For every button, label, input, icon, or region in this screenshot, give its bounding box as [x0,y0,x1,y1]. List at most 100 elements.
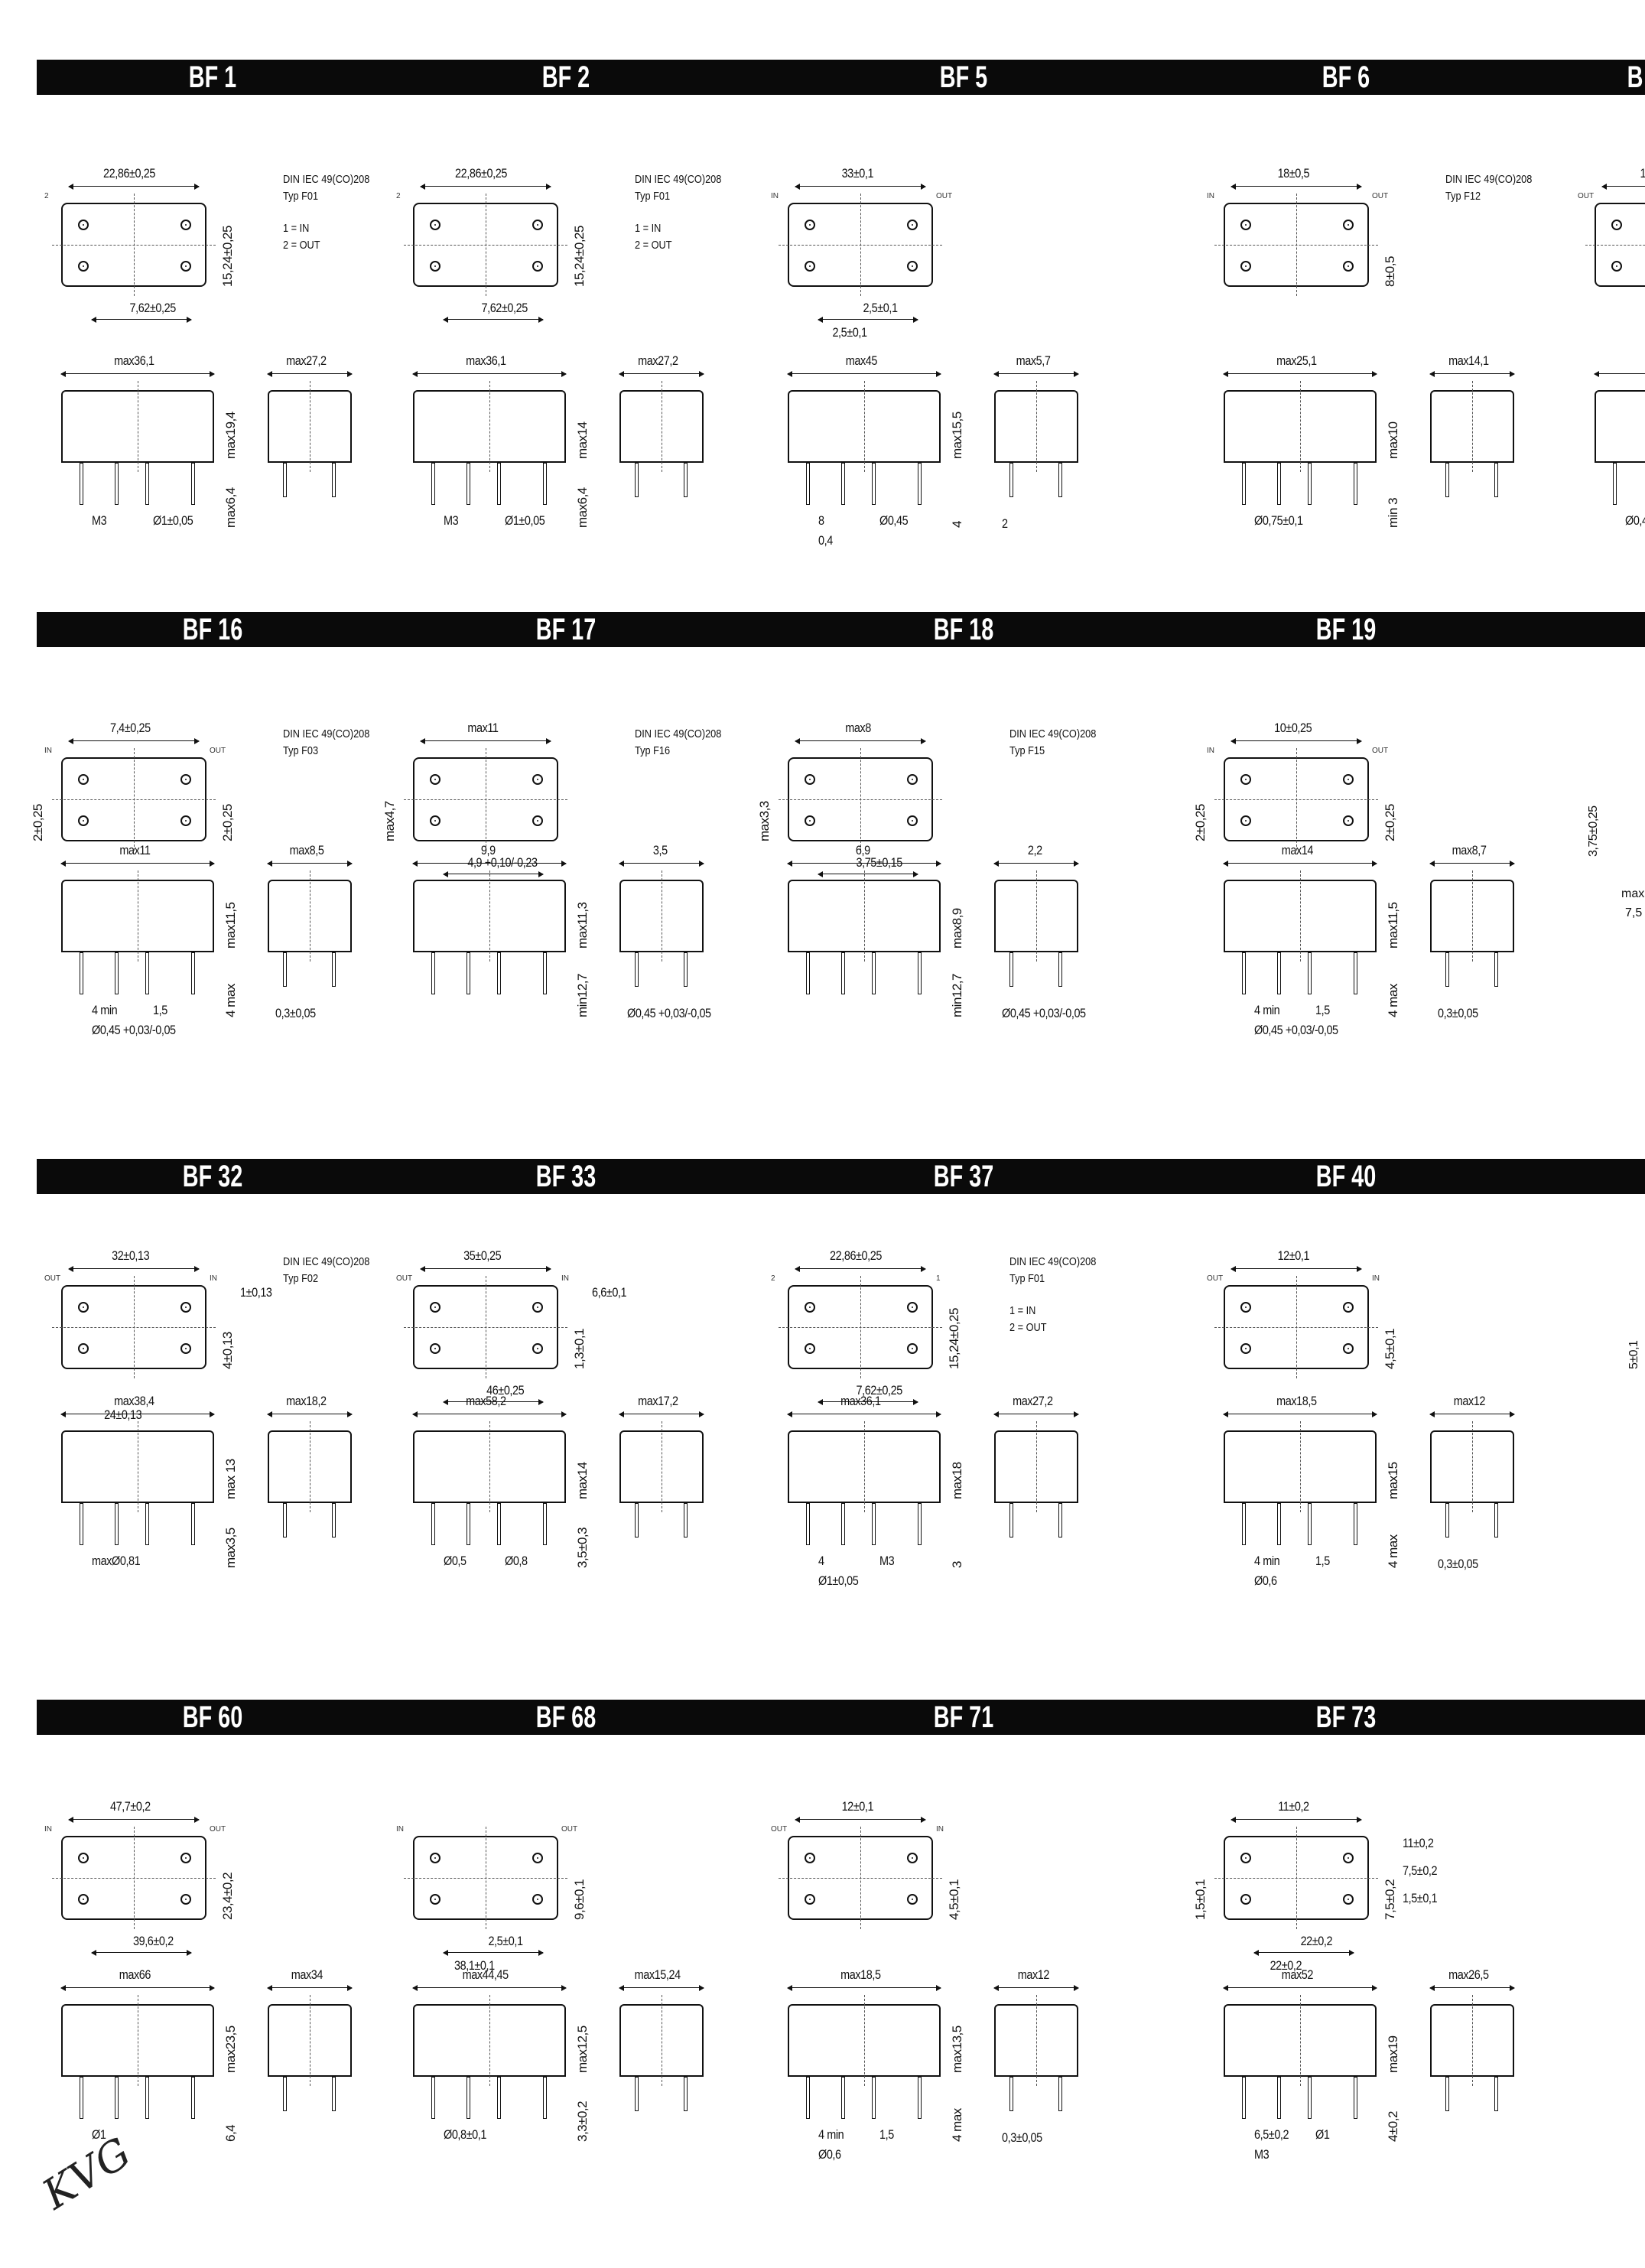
dimension-label: Ø0,45 +0,03/-0,05 [1002,1006,1086,1020]
package-title: BF 2 [541,60,590,94]
pin-lead [115,1503,119,1545]
front-view-outline [1224,1995,1377,2086]
package-title: BF 19 [1315,613,1377,646]
dimension-label: 0,3±0,05 [1438,1557,1478,1571]
dimension-label: 6,4 [223,2124,238,2142]
pin-lead [1445,463,1449,497]
dimension-label: max19,4 [223,412,238,459]
pin-hole-icon [430,1894,441,1905]
pin-lead [80,1503,83,1545]
package-title: BF 73 [1315,1700,1377,1734]
dimension-label: max18,5 [840,1967,881,1982]
dimension-label: 35±0,25 [463,1248,502,1263]
spec-note: Typ F01 [283,190,319,203]
pin-lead [1445,2077,1449,2111]
dimension-line [818,1399,918,1405]
side-view-outline [268,1421,352,1512]
pin-label: IN [44,747,52,755]
dimension-label: 7,62±0,25 [856,1383,902,1398]
dimension-line [795,738,926,744]
pin-hole-icon [78,261,89,272]
dimension-line [1594,371,1645,377]
pin-lead [467,463,470,505]
pin-hole-icon [1240,774,1251,785]
front-view-outline [788,1421,941,1512]
dimension-label: Ø0,5 [444,1554,467,1568]
centerline [1472,1995,1473,2086]
pin-hole-icon [1240,1853,1251,1863]
dimension-label: Ø1±0,05 [818,1573,859,1588]
edge-fragment-label: 3,75±0,25 [1587,805,1600,857]
pin-hole-icon [180,220,191,230]
dimension-label: Ø0,45±0,1 [1625,513,1645,528]
pin-lead [191,1503,195,1545]
dimension-label: M3 [1254,2147,1270,2162]
top-view-outline [52,1827,216,1929]
dimension-line [412,861,567,867]
dimension-label: 8 [818,513,824,528]
centerline [779,1878,942,1879]
pin-label: OUT [210,1825,226,1834]
dimension-line [619,371,704,377]
pin-hole-icon [78,220,89,230]
pin-hole-icon [1611,220,1622,230]
pin-hole-icon [907,261,918,272]
dimension-label: max52 [1281,1967,1314,1982]
package-title: BF 33 [535,1160,597,1193]
pin-label: OUT [44,1274,61,1283]
dimension-label: max 13 [223,1459,238,1499]
pin-lead [806,952,810,994]
pin-label: IN [44,1825,52,1834]
dimension-line [1429,371,1515,377]
dimension-label: min12,7 [950,974,964,1017]
pin-hole-icon [1343,261,1354,272]
centerline [1036,870,1037,962]
pin-hole-icon [1343,815,1354,826]
dimension-line [91,1950,192,1956]
dimension-label: Ø0,75±0,1 [1254,513,1303,528]
dimension-label: 2±0,25 [1193,804,1208,841]
pin-lead [1354,2077,1357,2119]
dimension-label: 4 [818,1554,824,1568]
package-title: BF 6 [1322,60,1370,94]
dimension-label: 4 [950,521,964,528]
centerline [489,1995,490,2086]
centerline [1036,381,1037,472]
pin-hole-icon [1240,261,1251,272]
dimension-label: 4±0,13 [220,1332,235,1369]
centerline [52,245,216,246]
pin-hole-icon [430,1302,441,1313]
pin-label: 2 [771,1274,775,1283]
pin-label: IN [210,1274,217,1283]
top-view-outline [52,1276,216,1378]
dimension-line [267,861,353,867]
dimension-label: 22±0,2 [1270,1958,1302,1973]
dimension-label: 12±0,1 [1277,1248,1310,1263]
dimension-label: max38,4 [114,1394,154,1408]
spec-note: 2 = OUT [1009,1321,1047,1334]
top-view-outline [52,748,216,851]
centerline [864,1421,865,1512]
front-view-outline [1224,870,1377,962]
dimension-label: 22,86±0,25 [830,1248,882,1263]
dimension-line [795,184,926,190]
spec-note: DIN IEC 49(CO)208 [635,727,722,740]
pin-hole-icon [180,1343,191,1354]
pin-hole-icon [532,1302,543,1313]
dimension-line [1230,738,1362,744]
dimension-label: max13,5 [950,2026,964,2073]
dimension-label: 1±0,13 [240,1285,272,1300]
pin-lead [283,2077,287,2111]
pin-lead [497,2077,501,2119]
dimension-line [993,861,1079,867]
spec-note: DIN IEC 49(CO)208 [1445,173,1533,186]
dimension-label: min12,7 [575,974,590,1017]
dimension-label: max27,2 [286,353,327,368]
top-view-outline [779,1276,942,1378]
dimension-label: max27,2 [638,353,678,368]
dimension-label: 2±0,25 [31,804,45,841]
dimension-line [68,738,200,744]
pin-lead [1494,2077,1498,2111]
pin-lead [332,2077,336,2111]
